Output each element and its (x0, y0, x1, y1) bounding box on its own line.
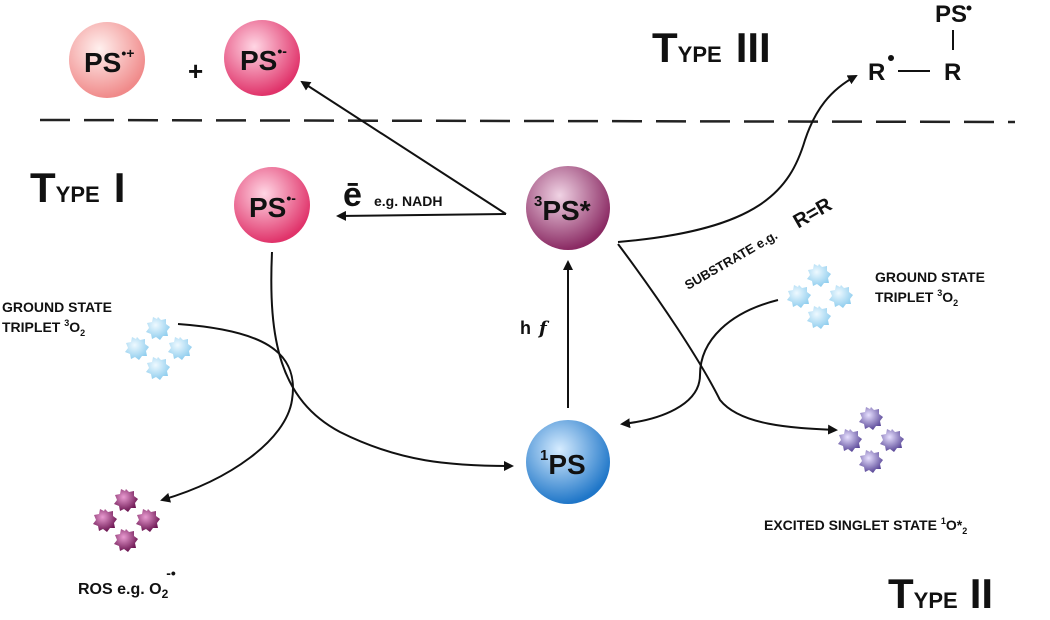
excited-singlet-label: EXCITED SINGLET STATE 1O*2 (764, 516, 967, 536)
ps-radical-cation-node: PS•+ (69, 22, 145, 98)
ground-state-o2-left-cluster (125, 317, 192, 380)
svg-text:R: R (868, 59, 885, 86)
triplet-left-label: TRIPLET 3O2 (2, 318, 85, 338)
regeneration-arrow (270, 251, 514, 471)
ros-cluster (93, 489, 160, 552)
type-divider-line (39, 118, 1016, 124)
arrow-to-top-radical (300, 80, 507, 215)
svg-text:PS•-: PS•- (240, 43, 287, 76)
plus-sign: + (188, 56, 203, 86)
svg-text:R=R: R=R (790, 193, 837, 233)
type-ii-return-arrow (620, 299, 779, 429)
ps-radical-anion-top-node: PS•- (224, 20, 300, 96)
svg-text:PS•+: PS•+ (84, 45, 134, 78)
ros-formation-arrow (160, 323, 294, 503)
triplet-ps-node: 3PS* (526, 166, 610, 250)
singlet-ps-node: 1PS (526, 420, 610, 504)
electron-symbol: ē (343, 176, 362, 214)
electron-donor-label: e.g. NADH (374, 193, 442, 209)
ros-label: ROS e.g. O2-• (78, 565, 176, 601)
ground-state-right-label: GROUND STATE (875, 269, 985, 285)
radical-adduct-structure: PS R R (868, 1, 972, 86)
singlet-oxygen-arrow (617, 243, 838, 435)
ground-state-left-label: GROUND STATE (2, 299, 112, 315)
triplet-right-label: TRIPLET 3O2 (875, 288, 958, 308)
svg-text:3PS*: 3PS* (534, 193, 591, 226)
singlet-oxygen-cluster (838, 407, 904, 473)
svg-text:PS: PS (935, 1, 967, 28)
svg-text:R: R (944, 59, 961, 86)
type-iii-arrow (617, 75, 858, 243)
svg-text:PS•-: PS•- (249, 190, 296, 223)
ps-radical-anion-node: PS•- (234, 167, 310, 243)
svg-text:1PS: 1PS (540, 447, 586, 480)
svg-text:SUBSTRATE e.g.: SUBSTRATE e.g. (682, 227, 780, 292)
ground-state-o2-right-cluster (787, 264, 853, 329)
reaction-arrows (160, 75, 858, 503)
electron-transfer-arrow (336, 210, 507, 221)
